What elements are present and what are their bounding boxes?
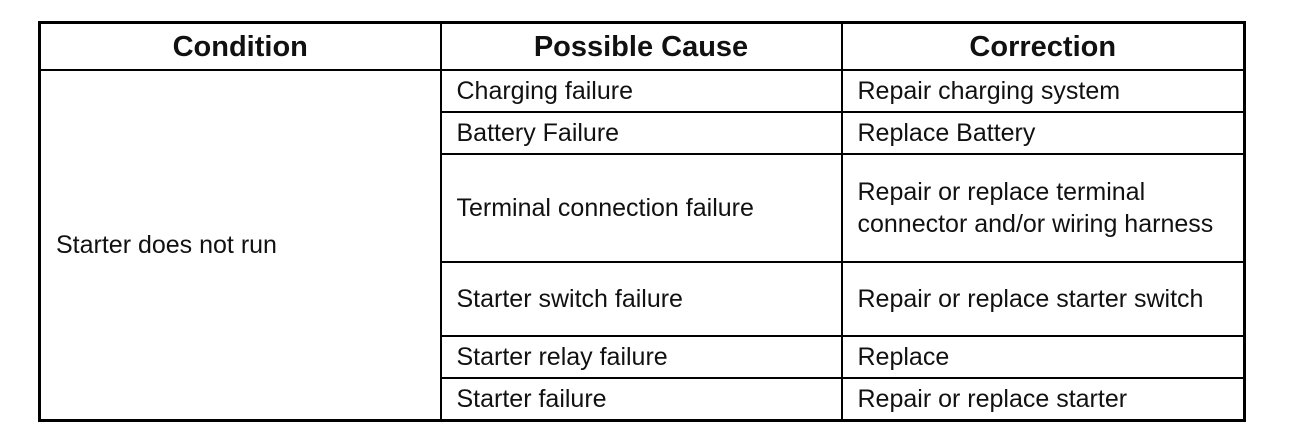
correction-cell: Repair or replace terminal connector and… bbox=[840, 153, 1246, 263]
troubleshooting-table: Condition Possible Cause Correction Star… bbox=[38, 21, 1246, 422]
header-possible-cause: Possible Cause bbox=[439, 21, 843, 71]
correction-cell: Replace Battery bbox=[840, 111, 1246, 155]
table-row: Terminal connection failure Repair or re… bbox=[40, 153, 1246, 263]
troubleshooting-table-container: Condition Possible Cause Correction Star… bbox=[38, 21, 1246, 422]
table-row: Starter relay failure Replace bbox=[40, 335, 1246, 379]
cause-cell: Starter relay failure bbox=[439, 335, 843, 379]
correction-cell: Repair charging system bbox=[840, 69, 1246, 113]
cause-cell: Starter failure bbox=[439, 377, 843, 422]
header-correction: Correction bbox=[840, 21, 1246, 71]
correction-cell: Repair or replace starter switch bbox=[840, 261, 1246, 337]
correction-cell: Repair or replace starter bbox=[840, 377, 1246, 422]
table-row: Starter failure Repair or replace starte… bbox=[40, 377, 1246, 422]
table-row: Starter does not run Charging failure Re… bbox=[38, 69, 1246, 422]
header-condition: Condition bbox=[38, 21, 442, 71]
cause-cell: Starter switch failure bbox=[439, 261, 843, 337]
cause-cell: Terminal connection failure bbox=[439, 153, 843, 263]
table-row: Starter switch failure Repair or replace… bbox=[40, 261, 1246, 337]
correction-cell: Replace bbox=[840, 335, 1246, 379]
condition-cell: Starter does not run bbox=[38, 69, 442, 422]
cause-cell: Charging failure bbox=[439, 69, 843, 113]
cause-cell: Battery Failure bbox=[439, 111, 843, 155]
table-header-row: Condition Possible Cause Correction bbox=[38, 21, 1246, 71]
table-row: Battery Failure Replace Battery bbox=[40, 111, 1246, 155]
